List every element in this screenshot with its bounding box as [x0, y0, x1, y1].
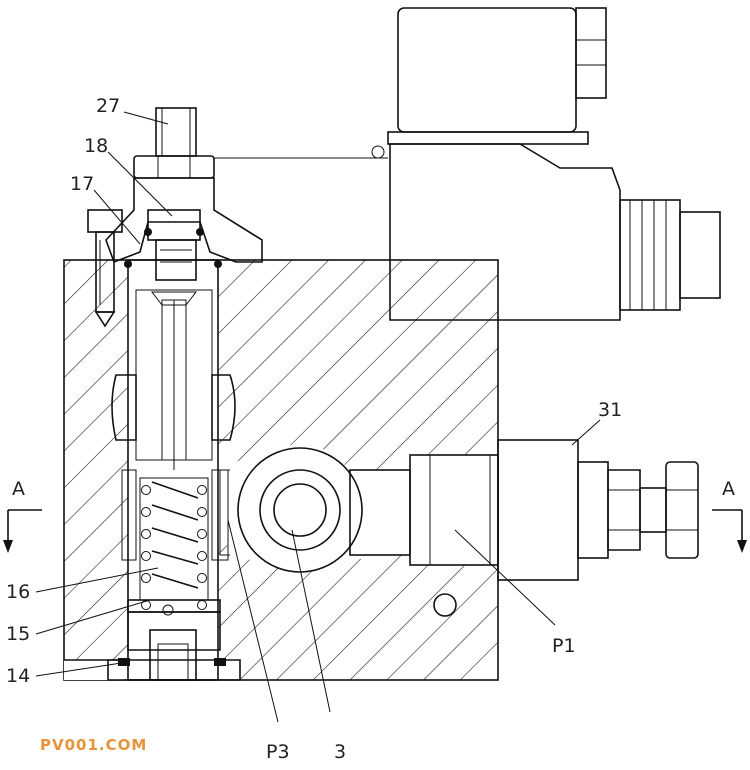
- spring: [139, 477, 209, 616]
- watermark: PV001.COM: [40, 736, 147, 754]
- label-part-27: 27: [96, 95, 120, 117]
- valve-body: [63, 259, 499, 681]
- label-part-15: 15: [6, 623, 30, 645]
- label-section-right: A: [722, 478, 735, 500]
- label-section-left: A: [12, 478, 25, 500]
- label-part-14: 14: [6, 665, 30, 687]
- cross-port: [219, 447, 363, 573]
- locating-screw: [87, 209, 123, 328]
- bottom-plug: [107, 599, 241, 681]
- section-marker-left: [3, 509, 42, 553]
- top-adjuster: [105, 107, 263, 281]
- label-port-p1: P1: [552, 635, 576, 657]
- label-part-18: 18: [84, 135, 108, 157]
- leader-lines: [35, 111, 601, 723]
- label-part-16: 16: [6, 581, 30, 603]
- spool-bore: [111, 259, 236, 681]
- label-part-31: 31: [598, 399, 622, 421]
- label-port-p3: P3: [266, 741, 290, 763]
- right-port: [349, 439, 699, 617]
- section-marker-right: [712, 509, 747, 553]
- solenoid: [214, 7, 721, 321]
- label-part-3: 3: [334, 741, 346, 763]
- label-part-17: 17: [70, 173, 94, 195]
